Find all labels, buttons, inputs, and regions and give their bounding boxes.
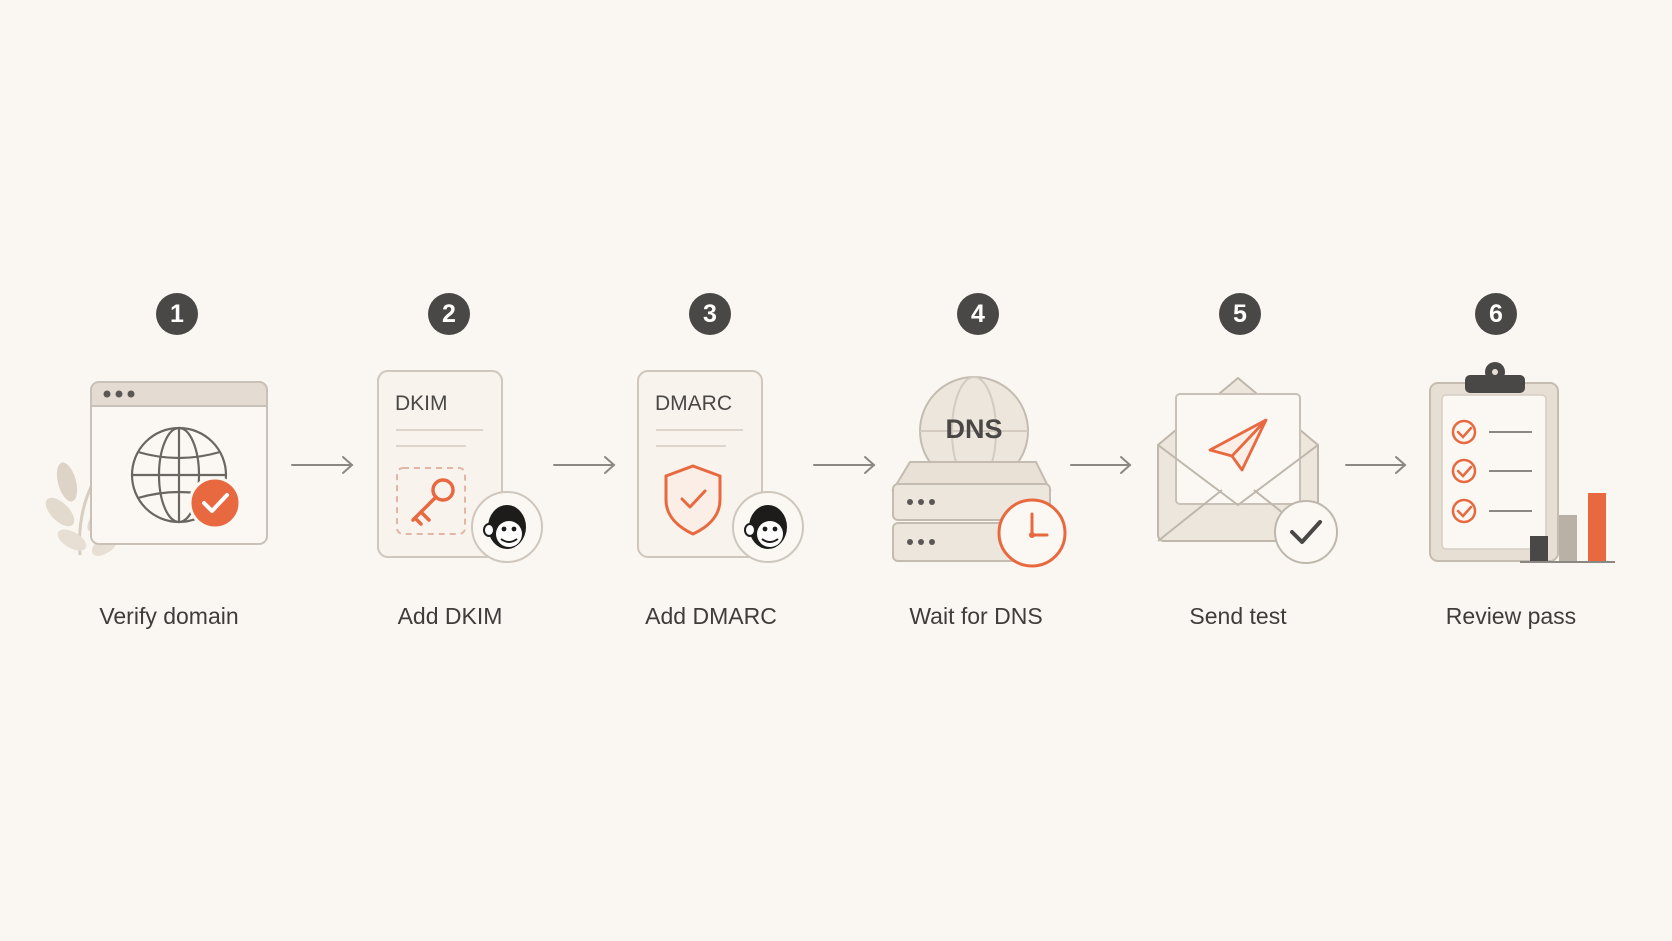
arrow-icon <box>813 456 876 474</box>
dns-globe-title: DNS <box>945 414 1003 444</box>
step-4-number-badge: 4 <box>957 293 999 335</box>
mailchimp-logo-icon <box>471 491 543 563</box>
step-2-number-badge: 2 <box>428 293 470 335</box>
arrow-icon <box>1070 456 1132 474</box>
verified-check-icon <box>188 476 242 530</box>
mailchimp-logo-icon <box>732 491 804 563</box>
globe-icon <box>130 426 228 524</box>
clock-icon <box>997 498 1067 568</box>
step-1-label: Verify domain <box>99 603 239 629</box>
step-6-label: Review pass <box>1445 603 1577 629</box>
dkim-document-card <box>377 370 503 558</box>
key-icon <box>411 478 455 526</box>
step-5-label: Send test <box>1189 603 1287 629</box>
step-3-number-badge: 3 <box>689 293 731 335</box>
step-4-label: Wait for DNS <box>909 603 1043 629</box>
checklist-icon <box>1451 419 1532 524</box>
step-1-number-badge: 1 <box>156 293 198 335</box>
sent-check-icon <box>1274 500 1338 564</box>
step-6-number-badge: 6 <box>1475 293 1517 335</box>
step-3-label: Add DMARC <box>645 603 777 629</box>
step-2-label: Add DKIM <box>397 603 503 629</box>
arrow-icon <box>1345 456 1407 474</box>
bar-graph-icon <box>1520 493 1615 563</box>
shield-check-icon <box>664 464 722 536</box>
dmarc-card-title: DMARC <box>655 392 732 415</box>
step-5-number-badge: 5 <box>1219 293 1261 335</box>
arrow-icon <box>291 456 354 474</box>
dkim-card-title: DKIM <box>395 392 448 415</box>
arrow-icon <box>553 456 616 474</box>
paper-plane-icon <box>1208 418 1268 472</box>
clipboard-icon <box>1429 362 1559 562</box>
